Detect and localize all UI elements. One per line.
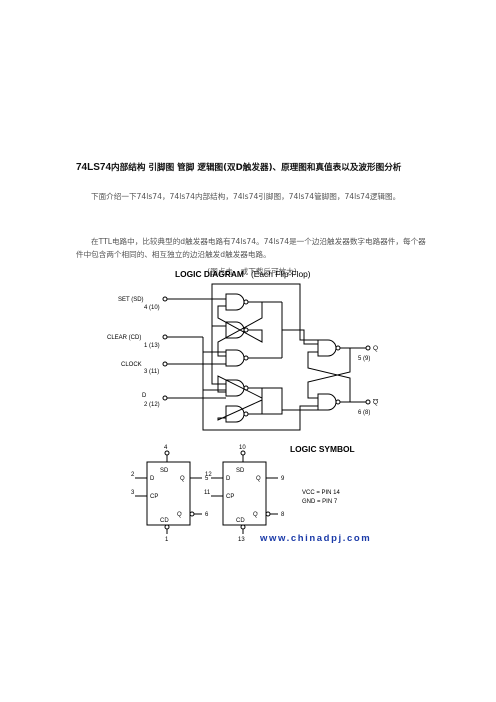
svg-text:8: 8 [281,512,285,518]
q-label: Q [373,345,378,352]
nand-gate-q [317,339,337,357]
svg-text:Q: Q [253,512,258,518]
gnd-note: GND = PIN 7 [302,499,338,505]
svg-text:CD: CD [160,518,169,524]
svg-text:1: 1 [165,537,169,543]
logic-symbol-2: 10 SD 12 D Q 9 11 CP Q 8 CD 13 [204,445,285,543]
svg-text:CP: CP [226,494,234,500]
svg-text:D: D [150,476,155,482]
qbar-label: Q [373,399,378,406]
title-rest: 内部结构 引脚图 管脚 逻辑图(双D触发器)、原理图和真值表以及波形图分析 [111,163,402,173]
description-paragraph: 在TTL电路中，比较典型的d触发器电路有74ls74。74ls74是一个边沿触发… [76,237,426,259]
figure-caption: (图点击，或下载后可放大) [207,267,297,276]
svg-text:Q: Q [180,476,185,482]
set-label: SET (SD) [118,297,144,303]
svg-text:D: D [226,476,231,482]
nand-gate-1 [225,293,245,311]
nand-gate-3 [225,349,245,367]
svg-text:12: 12 [205,472,212,478]
nand-gate-qbar [317,393,337,411]
svg-text:10: 10 [239,445,246,451]
clock-pin-label: 3 (11) [144,369,159,375]
article-title: 74LS74内部结构 引脚图 管脚 逻辑图(双D触发器)、原理图和真值表以及波形… [76,161,436,173]
nand-gate-5 [225,405,245,423]
clear-label: CLEAR (CD) [107,335,141,341]
svg-text:SD: SD [236,468,245,474]
logic-symbol-title: LOGIC SYMBOL [290,444,355,454]
logic-diagram-title: LOGIC DIAGRAM [175,269,244,279]
logic-diagram-subtitle: (Each Flip-Flop) [251,269,311,279]
svg-text:Q: Q [177,512,182,518]
svg-text:SD: SD [160,468,169,474]
d-label: D [142,393,147,399]
vcc-note: VCC = PIN 14 [302,490,341,496]
watermark: www.chinadpj.com [259,533,371,544]
svg-text:2: 2 [131,472,135,478]
svg-text:CD: CD [236,518,245,524]
title-code: 74LS74 [76,162,112,173]
qbar-pin-label: 6 (8) [358,410,370,416]
set-pin-label: 4 (10) [144,305,160,311]
svg-text:6: 6 [205,512,209,518]
clear-pin-label: 1 (13) [144,343,160,349]
svg-text:9: 9 [281,476,285,482]
svg-text:3: 3 [131,490,135,496]
svg-text:Q: Q [256,476,261,482]
intro-paragraph: 下面介绍一下74ls74，74ls74内部结构，74ls74引脚图，74ls74… [91,192,401,201]
svg-text:11: 11 [204,490,211,496]
logic-symbol-1: 4 SD 2 D Q 5 3 CP Q 6 CD 1 [131,445,209,543]
svg-text:4: 4 [164,445,168,451]
d-pin-label: 2 (12) [144,402,160,408]
svg-text:13: 13 [238,537,245,543]
clock-label: CLOCK [121,362,142,368]
svg-text:5: 5 [205,476,209,482]
q-pin-label: 5 (9) [358,356,370,362]
svg-text:CP: CP [150,494,158,500]
